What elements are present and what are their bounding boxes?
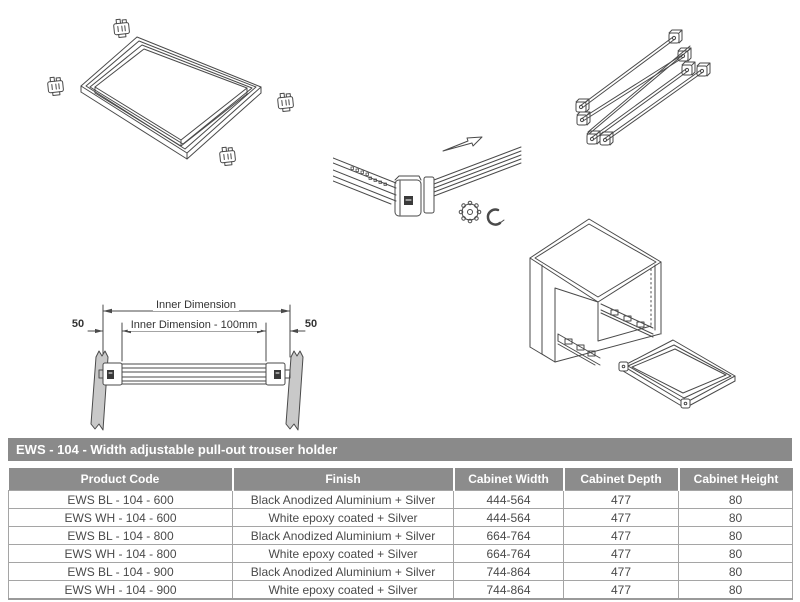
cell-cabinet-depth: 477: [563, 544, 679, 563]
figure-rail-detail: [332, 130, 523, 243]
product-spec-table: Product Code Finish Cabinet Width Cabine…: [8, 468, 793, 600]
table-row: EWS WH - 104 - 800 White epoxy coated + …: [8, 544, 793, 563]
cell-finish: White epoxy coated + Silver: [232, 580, 454, 600]
offset-right-label: 50: [301, 318, 321, 330]
corner-bracket-bottom: [218, 145, 237, 167]
corner-bracket-left: [46, 75, 65, 97]
adjuster-knob: [458, 200, 482, 224]
cell-cabinet-height: 80: [678, 508, 793, 527]
c-clip: [486, 208, 502, 226]
cell-cabinet-height: 80: [678, 544, 793, 563]
cell-finish: Black Anodized Aluminium + Silver: [232, 526, 454, 545]
header-cell-cabinet-width: Cabinet Width: [452, 468, 564, 491]
inner-dimension-minus-label: Inner Dimension - 100mm: [127, 319, 261, 331]
cell-cabinet-width: 744-864: [453, 562, 564, 581]
slide-rail-upper: [600, 303, 654, 338]
cell-product-code: EWS BL - 104 - 600: [8, 490, 233, 509]
product-title-bar: EWS - 104 - Width adjustable pull-out tr…: [8, 438, 792, 461]
cell-cabinet-width: 664-764: [453, 526, 564, 545]
cell-finish: Black Anodized Aluminium + Silver: [232, 490, 454, 509]
cell-cabinet-width: 664-764: [453, 544, 564, 563]
slide-rail-lower: [557, 333, 601, 366]
inner-dimension-label: Inner Dimension: [152, 299, 240, 311]
table-row: EWS BL - 104 - 900 Black Anodized Alumin…: [8, 562, 793, 581]
cell-product-code: EWS BL - 104 - 900: [8, 562, 233, 581]
table-row: EWS BL - 104 - 800 Black Anodized Alumin…: [8, 526, 793, 545]
pull-out-frame: [618, 339, 736, 409]
figure-exploded-frame: [25, 5, 325, 195]
cell-cabinet-width: 444-564: [453, 490, 564, 509]
cell-cabinet-width: 444-564: [453, 508, 564, 527]
header-cell-finish: Finish: [231, 468, 454, 491]
hanger-rods-drawing: [575, 29, 711, 146]
cell-cabinet-width: 744-864: [453, 580, 564, 600]
cell-finish: White epoxy coated + Silver: [232, 544, 454, 563]
cell-product-code: EWS WH - 104 - 600: [8, 508, 233, 527]
cell-product-code: EWS BL - 104 - 800: [8, 526, 233, 545]
cell-cabinet-height: 80: [678, 562, 793, 581]
cell-product-code: EWS WH - 104 - 900: [8, 580, 233, 600]
cabinet-drawing: [529, 218, 736, 409]
cell-cabinet-depth: 477: [563, 508, 679, 527]
cell-cabinet-height: 80: [678, 490, 793, 509]
cell-finish: White epoxy coated + Silver: [232, 508, 454, 527]
table-header-row: Product Code Finish Cabinet Width Cabine…: [8, 468, 793, 491]
table-row: EWS WH - 104 - 900 White epoxy coated + …: [8, 580, 793, 600]
dimension-lines: [87, 304, 306, 431]
table-row: EWS WH - 104 - 600 White epoxy coated + …: [8, 508, 793, 527]
figure-dimension-diagram: Inner Dimension Inner Dimension - 100mm …: [45, 293, 325, 435]
product-title: EWS - 104 - Width adjustable pull-out tr…: [16, 442, 338, 457]
figure-hanger-rods: [540, 12, 790, 172]
cell-product-code: EWS WH - 104 - 800: [8, 544, 233, 563]
cell-cabinet-depth: 477: [563, 562, 679, 581]
corner-bracket-top: [112, 17, 131, 39]
cell-cabinet-height: 80: [678, 580, 793, 600]
rail-detail-drawing: [332, 136, 522, 226]
cell-cabinet-depth: 477: [563, 526, 679, 545]
table-row: EWS BL - 104 - 600 Black Anodized Alumin…: [8, 490, 793, 509]
header-cell-cabinet-depth: Cabinet Depth: [562, 468, 679, 491]
offset-left-label: 50: [68, 318, 88, 330]
cell-cabinet-depth: 477: [563, 580, 679, 600]
corner-bracket-right: [276, 91, 295, 113]
header-cell-product-code: Product Code: [8, 468, 233, 491]
cell-finish: Black Anodized Aluminium + Silver: [232, 562, 454, 581]
cell-cabinet-height: 80: [678, 526, 793, 545]
cell-cabinet-depth: 477: [563, 490, 679, 509]
figure-cabinet: [503, 216, 793, 435]
exploded-frame-drawing: [46, 17, 295, 167]
header-cell-cabinet-height: Cabinet Height: [677, 468, 793, 491]
